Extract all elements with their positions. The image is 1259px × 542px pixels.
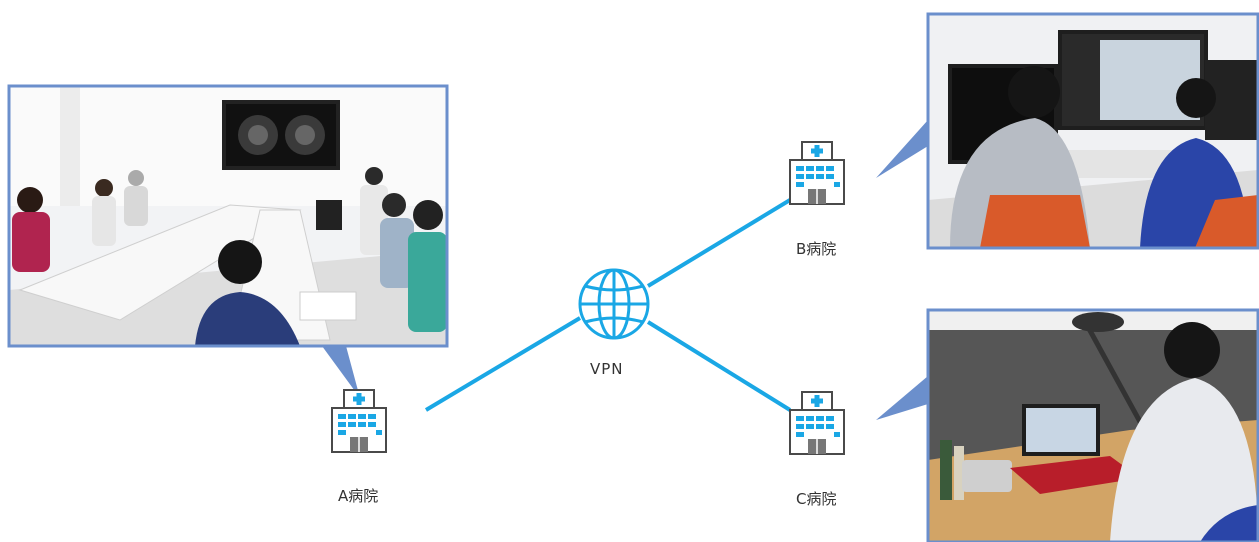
hospital-c-icon	[789, 391, 845, 455]
callout-pointer-b	[876, 120, 928, 178]
hospital-b-icon	[789, 141, 845, 205]
link-vpn-b	[646, 198, 792, 288]
hospital-c-label: C病院	[796, 490, 837, 508]
globe-icon	[578, 268, 650, 340]
reading-room-image	[928, 14, 1258, 248]
office-desk-frame	[926, 308, 1259, 542]
office-desk-image	[928, 310, 1258, 542]
hospital-a-icon	[331, 389, 387, 453]
hospital-a-label: A病院	[338, 487, 379, 505]
conference-room-frame	[7, 84, 449, 348]
vpn-label: VPN	[590, 360, 624, 378]
hospital-b-label: B病院	[796, 240, 837, 258]
link-a-vpn	[424, 316, 582, 412]
conference-room-image	[9, 86, 447, 346]
link-vpn-c	[646, 320, 792, 412]
callout-pointer-a	[322, 346, 360, 398]
callout-pointer-c	[876, 376, 928, 420]
